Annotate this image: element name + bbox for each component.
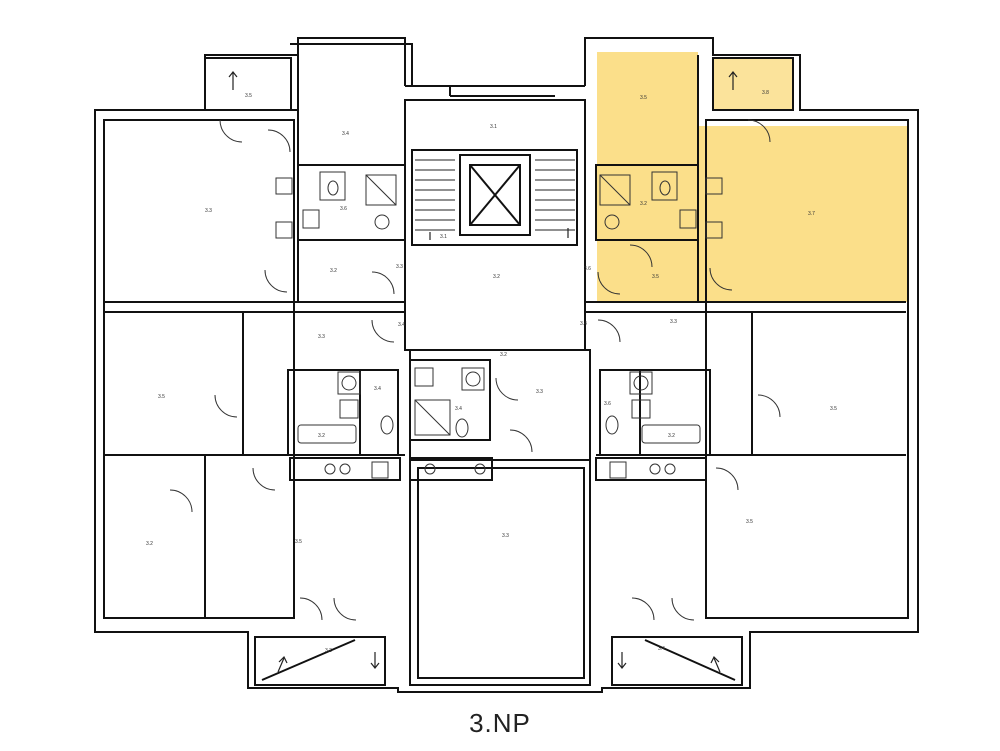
room-label: 3.3: [536, 389, 543, 395]
room-label: 3.4: [580, 321, 587, 327]
room-label: 3.3: [205, 208, 212, 214]
room-label: 3.4: [658, 646, 665, 652]
room-label: 3.5: [245, 93, 252, 99]
room-label: 3.5: [830, 406, 837, 412]
room-label: 3.2: [318, 433, 325, 439]
sanitary-fixtures: [275, 171, 723, 479]
balconies: [204, 57, 794, 686]
floor-label: 3.NP: [469, 708, 531, 738]
room-label: 3.1: [440, 234, 447, 240]
room-label: 3.2: [668, 433, 675, 439]
room-label: 3.5: [295, 539, 302, 545]
room-label: 3.4: [374, 386, 381, 392]
room-label: 3.8: [762, 90, 769, 96]
room-labels: 3.5 3.4 3.3 3.6 3.2 3.1 3.1 3.2 3.3 3.5 …: [146, 90, 837, 654]
room-label: 3.5: [746, 519, 753, 525]
room-label: 3.2: [146, 541, 153, 547]
room-label: 3.3: [670, 319, 677, 325]
room-label: 3.2: [500, 352, 507, 358]
room-label: 3.2: [325, 648, 332, 654]
room-label: 3.5: [652, 274, 659, 280]
room-label: 3.4: [455, 406, 462, 412]
room-label: 3.3: [396, 264, 403, 270]
room-label: 3.3: [502, 533, 509, 539]
room-label: 3.5: [158, 394, 165, 400]
stairs: [415, 159, 575, 231]
room-label: 3.3: [318, 334, 325, 340]
central-core: [404, 99, 591, 686]
room-label: 3.2: [330, 268, 337, 274]
floor-plan: 3.5 3.4 3.3 3.6 3.2 3.1 3.1 3.2 3.3 3.5 …: [94, 37, 919, 693]
room-label: 3.7: [808, 211, 815, 217]
room-label: 3.6: [340, 206, 347, 212]
room-label: 3.4: [342, 131, 349, 137]
room-label: 3.6: [584, 266, 591, 272]
room-label: 3.2: [640, 201, 647, 207]
room-label: 3.1: [490, 124, 497, 130]
room-label: 3.5: [640, 95, 647, 101]
room-label: 3.4: [398, 322, 405, 328]
room-label: 3.2: [493, 274, 500, 280]
highlighted-apartment: [597, 52, 908, 302]
door-swings: [169, 119, 781, 621]
room-label: 3.6: [604, 401, 611, 407]
direction-arrows: [228, 71, 738, 673]
